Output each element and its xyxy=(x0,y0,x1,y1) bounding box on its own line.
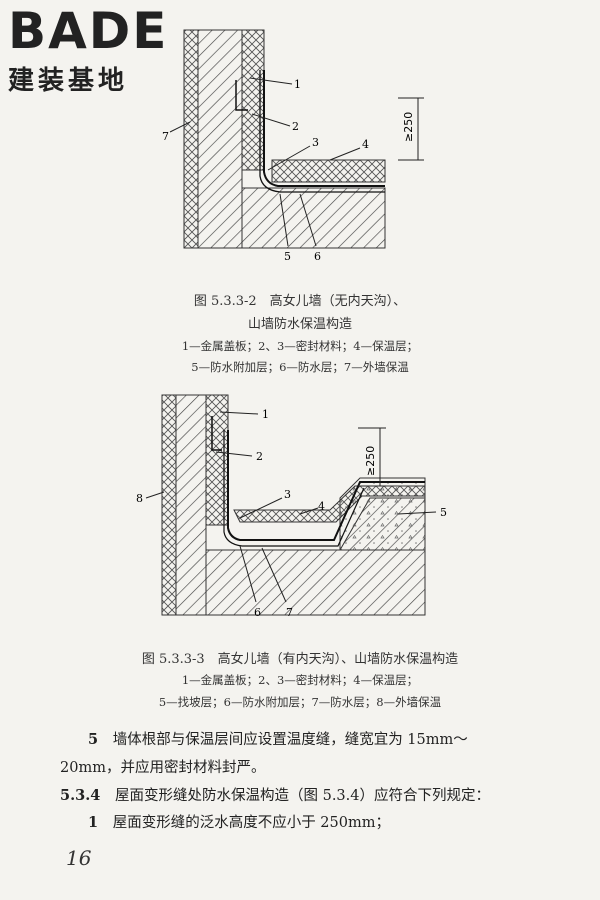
brand-logo: BADE 建装基地 xyxy=(8,6,178,97)
section-5-3-4: 5.3.4 屋面变形缝处防水保温构造（图 5.3.4）应符合下列规定： xyxy=(60,784,490,805)
fig2-legend-line1: 1—金属盖板；2、3—密封材料；4—保温层； xyxy=(181,673,419,687)
fig1-legend-line2: 5—防水附加层；6—防水层；7—外墙保温 xyxy=(191,360,409,374)
item-1-text: 屋面变形缝的泛水高度不应小于 250mm； xyxy=(112,815,390,831)
fig1-callout-7: 7 xyxy=(162,130,169,143)
section-text: 屋面变形缝处防水保温构造（图 5.3.4）应符合下列规定： xyxy=(114,788,490,804)
item-5-number: 5 xyxy=(88,731,99,748)
fig2-callout-7: 7 xyxy=(286,606,293,619)
fig2-callout-2: 2 xyxy=(256,450,263,463)
figure-5-3-3-2-drawing: ≥250 1 2 3 4 5 6 7 xyxy=(162,29,424,263)
fig1-caption-line2: 山墙防水保温构造 xyxy=(247,317,352,332)
fig2-caption-line1: 图 5.3.3-3 高女儿墙（有内天沟）、山墙防水保温构造 xyxy=(141,652,459,667)
fig1-callout-5: 5 xyxy=(284,250,291,263)
item-5-text: 墙体根部与保温层间应设置温度缝，缝宽宜为 15mm～ xyxy=(112,732,468,748)
fig2-callout-1: 1 xyxy=(262,408,269,421)
item-1: 1 屋面变形缝的泛水高度不应小于 250mm； xyxy=(88,811,390,832)
fig2-dimension: ≥250 xyxy=(364,446,377,476)
fig2-callout-5: 5 xyxy=(440,506,447,519)
fig1-dimension: ≥250 xyxy=(402,112,415,142)
item-5-line2: 20mm，并应用密封材料封严。 xyxy=(60,760,266,776)
fig1-caption-line1: 图 5.3.3-2 高女儿墙（无内天沟）、 xyxy=(193,294,407,309)
logo-subtitle: 建装基地 xyxy=(8,66,129,96)
item-5-line1: 5 墙体根部与保温层间应设置温度缝，缝宽宜为 15mm～ xyxy=(88,728,468,749)
fig1-callout-2: 2 xyxy=(292,120,299,133)
fig2-callout-3: 3 xyxy=(284,488,291,501)
fig1-legend-line1: 1—金属盖板；2、3—密封材料；4—保温层； xyxy=(181,339,419,353)
page-number: 16 xyxy=(66,846,92,870)
section-number: 5.3.4 xyxy=(60,787,101,804)
fig2-callout-4: 4 xyxy=(318,500,325,513)
fig1-callout-3: 3 xyxy=(312,136,319,149)
figure-5-3-3-3-drawing: ≥250 1 2 3 4 5 6 7 8 xyxy=(136,394,447,619)
logo-word: BADE xyxy=(8,2,169,60)
fig2-callout-6: 6 xyxy=(254,606,261,619)
fig1-callout-4: 4 xyxy=(362,138,369,151)
fig2-legend-line2: 5—找坡层；6—防水附加层；7—防水层；8—外墙保温 xyxy=(158,695,442,709)
fig1-callout-1: 1 xyxy=(294,78,301,91)
item-1-number: 1 xyxy=(88,814,99,831)
fig1-callout-6: 6 xyxy=(314,250,321,263)
fig2-callout-8: 8 xyxy=(136,492,143,505)
